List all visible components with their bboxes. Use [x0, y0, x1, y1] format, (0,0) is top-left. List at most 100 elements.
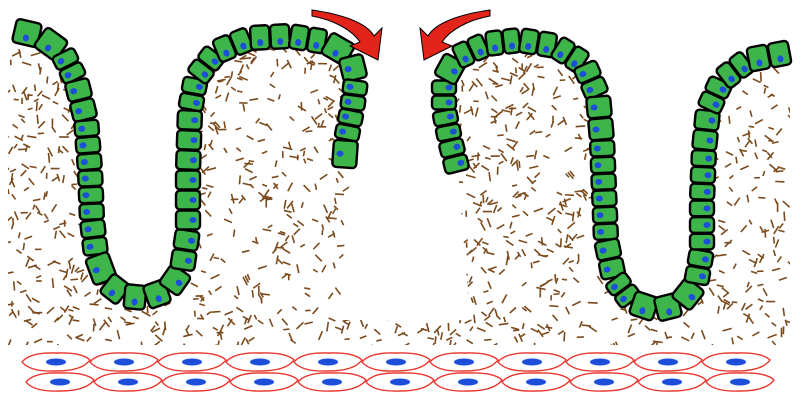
connective-fiber — [394, 304, 400, 307]
muscle-cell — [230, 373, 298, 391]
cell-body — [250, 25, 270, 50]
connective-fiber — [562, 279, 567, 280]
connective-fiber — [517, 162, 518, 170]
connective-fiber — [67, 335, 72, 340]
connective-fiber — [28, 108, 33, 109]
connective-fiber — [343, 319, 352, 321]
connective-fiber — [451, 271, 456, 273]
connective-fiber — [428, 298, 434, 304]
connective-fiber — [199, 304, 205, 306]
connective-fiber — [554, 290, 560, 292]
epithelial-cell — [69, 98, 97, 123]
connective-fiber — [513, 330, 519, 331]
connective-fiber — [636, 166, 642, 168]
connective-fiber — [645, 326, 650, 331]
cell-body — [692, 129, 718, 150]
connective-fiber — [567, 222, 574, 228]
connective-fiber — [405, 280, 414, 284]
connective-fiber — [565, 199, 566, 205]
connective-fiber — [538, 330, 543, 337]
connective-fiber — [122, 49, 130, 50]
connective-fiber — [718, 296, 722, 302]
connective-fiber — [565, 147, 572, 151]
connective-fiber — [729, 187, 733, 191]
connective-fiber — [460, 315, 462, 323]
connective-fiber — [375, 246, 382, 251]
connective-fiber — [67, 130, 73, 135]
connective-fiber — [775, 239, 778, 247]
connective-fiber — [530, 131, 535, 135]
connective-fiber — [379, 246, 382, 251]
connective-fiber — [338, 171, 343, 178]
connective-fiber — [353, 225, 360, 230]
connective-fiber — [502, 294, 507, 303]
cell-body — [177, 130, 202, 150]
connective-fiber — [483, 291, 488, 293]
connective-fiber — [21, 119, 25, 123]
connective-fiber — [14, 144, 17, 148]
connective-fiber — [127, 50, 128, 57]
connective-fiber — [146, 128, 154, 130]
connective-fiber — [47, 76, 48, 83]
connective-fiber — [44, 214, 47, 219]
connective-fiber — [26, 321, 33, 325]
connective-fiber — [328, 100, 335, 107]
connective-fiber — [97, 289, 98, 294]
connective-fiber — [129, 94, 135, 97]
connective-fiber — [718, 220, 725, 222]
connective-fiber — [747, 195, 748, 202]
connective-fiber — [772, 268, 780, 270]
nucleus — [50, 379, 70, 386]
connective-fiber — [305, 131, 312, 132]
connective-fiber — [519, 161, 520, 168]
connective-fiber — [342, 326, 344, 334]
connective-fiber — [566, 307, 570, 314]
connective-fiber — [772, 341, 776, 345]
connective-fiber — [651, 329, 658, 331]
connective-fiber — [526, 233, 533, 236]
connective-fiber — [208, 126, 214, 131]
connective-fiber — [217, 79, 226, 81]
epithelial-cell — [485, 30, 504, 56]
cell-body — [80, 219, 106, 238]
epithelial-cell — [432, 108, 458, 127]
connective-fiber — [211, 275, 220, 279]
connective-fiber — [282, 63, 290, 69]
connective-fiber — [648, 60, 655, 62]
connective-fiber — [789, 107, 791, 114]
connective-fiber — [155, 322, 158, 326]
connective-fiber — [237, 286, 239, 295]
connective-fiber — [105, 308, 112, 309]
connective-fiber — [788, 262, 794, 269]
muscle-cell — [26, 373, 94, 391]
connective-fiber — [488, 267, 497, 270]
connective-fiber — [519, 73, 526, 80]
connective-fiber — [546, 217, 554, 221]
connective-fiber — [137, 57, 138, 66]
connective-fiber — [523, 323, 524, 329]
connective-fiber — [105, 95, 108, 101]
connective-fiber — [349, 239, 351, 248]
connective-fiber — [360, 336, 367, 338]
connective-fiber — [436, 301, 442, 303]
nucleus — [114, 359, 134, 366]
connective-fiber — [242, 58, 252, 59]
connective-fiber — [242, 338, 246, 345]
connective-fiber — [102, 135, 104, 144]
connective-fiber — [318, 99, 319, 104]
connective-fiber — [152, 215, 158, 219]
connective-fiber — [752, 332, 759, 336]
connective-fiber — [499, 323, 509, 324]
connective-fiber — [291, 340, 296, 344]
connective-fiber — [155, 335, 162, 341]
connective-fiber — [623, 73, 626, 80]
connective-fiber — [124, 135, 130, 136]
connective-fiber — [130, 223, 135, 225]
connective-fiber — [576, 193, 581, 197]
connective-fiber — [497, 207, 501, 211]
connective-fiber — [752, 187, 757, 191]
connective-fiber — [589, 326, 597, 331]
connective-fiber — [42, 95, 50, 99]
connective-fiber — [38, 133, 44, 134]
connective-fiber — [698, 54, 701, 59]
